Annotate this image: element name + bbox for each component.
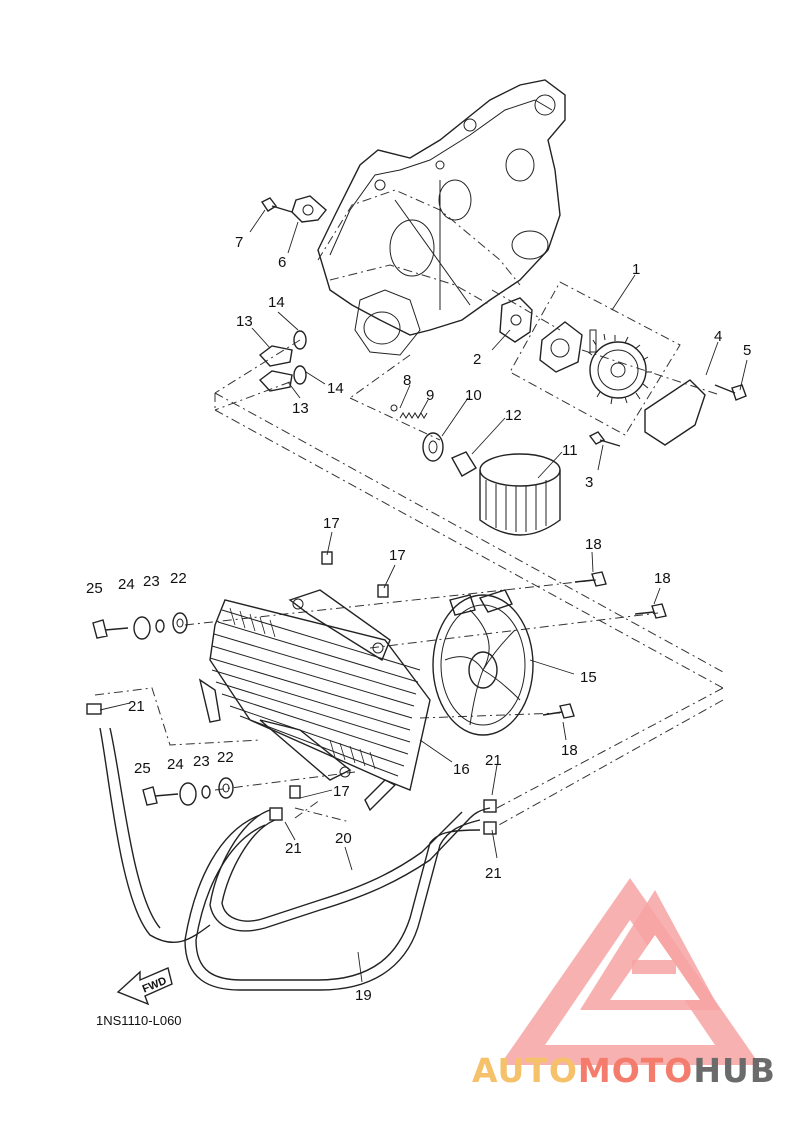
callout-2: 2 — [473, 351, 481, 368]
callout-21a: 21 — [128, 698, 145, 715]
callout-21d: 21 — [285, 840, 302, 857]
callout-17c: 17 — [333, 783, 350, 800]
callout-14b: 14 — [327, 380, 344, 397]
callout-1: 1 — [632, 261, 640, 278]
callout-25b: 25 — [134, 760, 151, 777]
callout-8: 8 — [403, 372, 411, 389]
callout-18a: 18 — [585, 536, 602, 553]
callout-22a: 22 — [170, 570, 187, 587]
callout-23b: 23 — [193, 753, 210, 770]
callout-4: 4 — [714, 328, 722, 345]
oil-cooler — [198, 589, 431, 812]
hose-clamps-21 — [86, 703, 497, 835]
callout-13b: 13 — [292, 400, 309, 417]
callout-17b: 17 — [389, 547, 406, 564]
callout-16: 16 — [453, 761, 470, 778]
clips-17 — [289, 551, 389, 799]
callout-7: 7 — [235, 234, 243, 251]
cooling-fan — [432, 589, 534, 736]
callout-18b: 18 — [654, 570, 671, 587]
oil-hoses — [99, 727, 491, 991]
fasteners-upper — [258, 195, 747, 536]
watermark-logo — [500, 878, 760, 1065]
callout-12: 12 — [505, 407, 522, 424]
callout-21b: 21 — [485, 752, 502, 769]
mounting-hardware — [92, 612, 234, 806]
callout-15: 15 — [580, 669, 597, 686]
drawing-code: 1NS1110-L060 — [96, 1013, 182, 1028]
callout-18c: 18 — [561, 742, 578, 759]
callout-5: 5 — [743, 342, 751, 359]
callout-24b: 24 — [167, 756, 184, 773]
callout-14a: 14 — [268, 294, 285, 311]
callout-22b: 22 — [217, 749, 234, 766]
callout-10: 10 — [465, 387, 482, 404]
watermark-text: AUTOMOTOHUB — [472, 1051, 776, 1090]
oil-pump-assembly — [499, 281, 706, 446]
callout-23a: 23 — [143, 573, 160, 590]
bolts-18 — [542, 571, 667, 719]
callout-6: 6 — [278, 254, 286, 271]
callout-3: 3 — [585, 474, 593, 491]
callout-11: 11 — [562, 442, 578, 459]
crankcase — [317, 79, 566, 356]
callout-17a: 17 — [323, 515, 340, 532]
callout-21c: 21 — [485, 865, 502, 882]
callout-13a: 13 — [236, 313, 253, 330]
callout-25a: 25 — [86, 580, 103, 597]
forward-arrow: FWD — [116, 967, 173, 1006]
assembly-lines — [94, 289, 724, 827]
callout-19: 19 — [355, 987, 372, 1004]
callout-20: 20 — [335, 830, 352, 847]
callout-24a: 24 — [118, 576, 135, 593]
callouts: 1 2 3 4 5 6 7 8 9 10 11 12 13 13 14 14 1… — [86, 234, 751, 1004]
callout-9: 9 — [426, 387, 434, 404]
